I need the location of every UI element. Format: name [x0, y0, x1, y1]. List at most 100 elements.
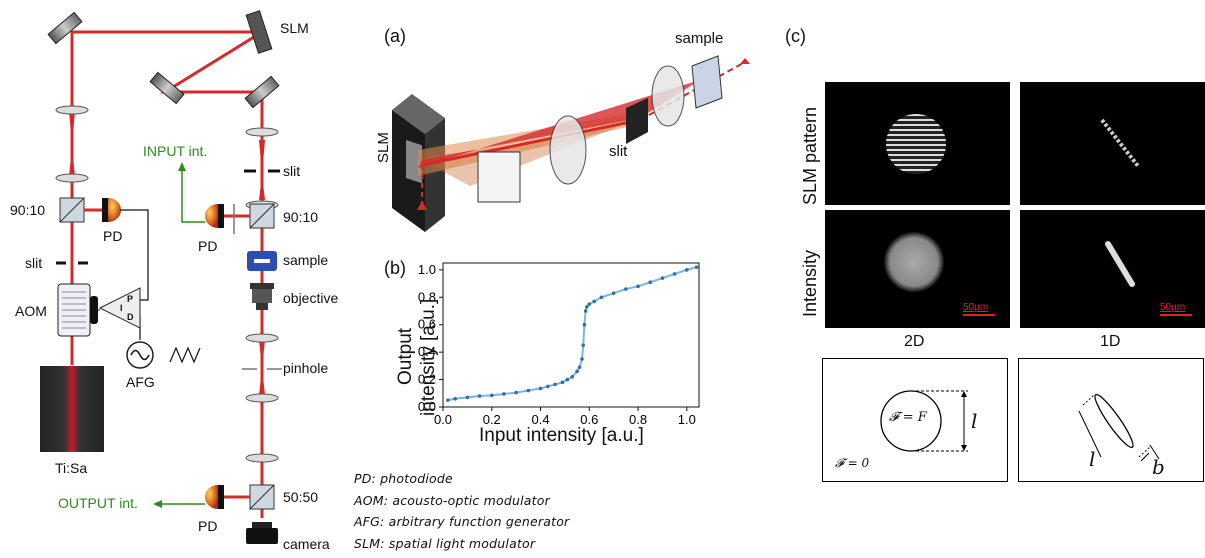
- data-point: [580, 357, 584, 361]
- y-tick-label: 0.8: [418, 289, 436, 304]
- intensity-2d: 50µm: [825, 210, 1010, 328]
- length-l: l: [971, 409, 978, 433]
- data-point: [577, 365, 582, 370]
- output-int-label: OUTPUT int.: [58, 495, 138, 511]
- y-tick-label: 0.4: [418, 344, 436, 359]
- data-point: [526, 388, 531, 393]
- slm-pattern-2d: [825, 82, 1010, 205]
- schematic-2d: 𝓕 = F 𝓕 = 0 l: [822, 358, 1008, 482]
- y-axis-label-line1: Output: [395, 327, 416, 385]
- slm-label: SLM: [280, 20, 309, 36]
- data-point: [611, 291, 616, 295]
- sample-label: sample: [283, 252, 329, 268]
- pid-d: D: [127, 312, 134, 322]
- pid-icon: [98, 287, 141, 329]
- data-line: [447, 266, 697, 402]
- data-point: [575, 369, 579, 374]
- data-point: [581, 343, 585, 348]
- grating-pattern: [886, 114, 946, 174]
- data-point: [636, 284, 640, 289]
- data-point: [624, 287, 628, 291]
- laser-label: Ti:Sa: [55, 460, 88, 476]
- x-tick-label: 0.2: [483, 412, 501, 427]
- data-point: [583, 309, 588, 313]
- y-tick-label: 0.0: [418, 399, 436, 414]
- data-point: [648, 280, 653, 285]
- panel-b-tag: (b): [384, 258, 406, 278]
- data-point: [538, 386, 543, 391]
- y-axis-label: Output: [395, 327, 416, 385]
- beamsplitter-icon: [59, 197, 275, 510]
- slit-label: slit: [609, 143, 628, 160]
- aom-label: AOM: [15, 303, 47, 319]
- pinhole-label: pinhole: [283, 360, 329, 376]
- data-point: [599, 295, 604, 300]
- camera-label: camera: [283, 536, 330, 552]
- laser-icon: [40, 366, 104, 452]
- x-tick-label: 0.0: [434, 412, 452, 427]
- x-tick-label: 0.8: [629, 412, 647, 427]
- objective-icon: [250, 283, 274, 310]
- mirror-icon: [47, 10, 280, 109]
- legend-item: PD: photodiode: [354, 471, 453, 486]
- sample-label: sample: [675, 30, 724, 47]
- row-label-slm: SLM pattern: [800, 106, 820, 205]
- data-point: [553, 382, 557, 387]
- line-pattern: [1100, 118, 1140, 168]
- aom-icon: [57, 283, 100, 337]
- scalebar-label: 50µm: [1160, 302, 1186, 313]
- intensity-1d: 50µm: [1020, 210, 1205, 328]
- splitter-label: 50:50: [283, 489, 319, 505]
- data-point: [660, 276, 665, 280]
- data-point: [565, 377, 570, 382]
- data-point: [592, 299, 596, 304]
- data-point: [446, 398, 450, 402]
- sample-icon: [691, 55, 723, 109]
- objective-label: objective: [283, 290, 339, 306]
- intensity-spot: [884, 232, 944, 292]
- x-tick-label: 1.0: [678, 412, 696, 427]
- schematic-1d: l b: [1018, 358, 1204, 482]
- slm-pattern-1d: [1020, 82, 1205, 205]
- camera-icon: [246, 522, 278, 544]
- y-tick-label: 0.2: [418, 372, 436, 387]
- x-tick-label: 0.4: [531, 412, 549, 427]
- signal-arrow: [160, 168, 205, 505]
- col-label-1d: 1D: [1100, 333, 1121, 350]
- afg-icon: [126, 341, 201, 369]
- panel-c-tag: (c): [785, 26, 806, 46]
- sample-slide: [254, 259, 270, 263]
- panel-a-tag: (a): [384, 26, 406, 46]
- lens-icon: [549, 115, 587, 185]
- slit-label: slit: [25, 255, 43, 271]
- splitter-label: 90:10: [283, 209, 319, 225]
- cube-icon: [477, 151, 521, 203]
- y-tick-label: 1.0: [418, 262, 436, 277]
- afg-label: AFG: [126, 374, 155, 390]
- data-point: [685, 268, 689, 272]
- col-label-2d: 2D: [904, 333, 925, 350]
- data-point: [587, 302, 592, 306]
- data-point: [585, 305, 589, 309]
- data-point: [582, 322, 587, 327]
- data-point: [694, 265, 699, 269]
- pd-label: PD: [198, 238, 218, 254]
- data-point: [465, 395, 470, 400]
- y-tick-label: 0.6: [418, 317, 436, 332]
- photodiode-icon: [102, 198, 224, 509]
- data-point: [489, 393, 494, 398]
- width-b: b: [1152, 455, 1165, 479]
- f-equals-F: 𝓕 = F: [889, 410, 927, 425]
- slit-icon: [626, 98, 648, 144]
- pid-p: P: [127, 294, 134, 304]
- intensity-line: [1105, 241, 1135, 287]
- slit-icon: [56, 169, 280, 265]
- pd-label: PD: [198, 518, 218, 534]
- scalebar-label: 50µm: [963, 302, 989, 313]
- pid-i: I: [120, 303, 123, 313]
- scalebar: [1160, 314, 1192, 316]
- data-point: [570, 375, 575, 379]
- legend-item: AFG: arbitrary function generator: [354, 514, 570, 529]
